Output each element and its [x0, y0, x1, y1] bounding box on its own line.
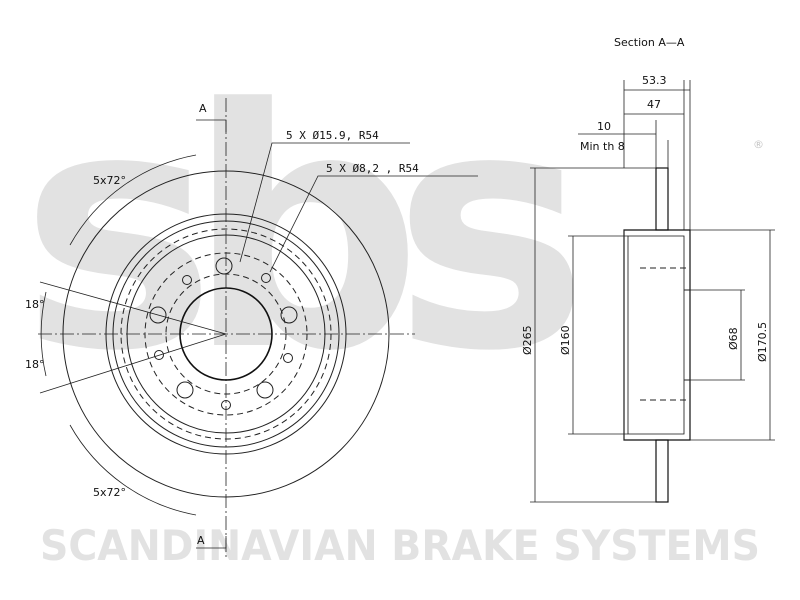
wheel-bolt-hole	[256, 381, 274, 399]
angle-arc	[40, 291, 47, 377]
registered-mark: ®	[753, 138, 764, 151]
section-marker-top: A	[199, 102, 207, 115]
center-bore	[179, 287, 273, 381]
small-hole	[221, 400, 231, 410]
dia-265-label: Ø265	[521, 325, 534, 355]
hidden-edge-outer	[120, 228, 332, 440]
bore-step	[684, 289, 690, 381]
friction-ring-inner	[105, 213, 347, 455]
min-thickness-label: Min th 8	[580, 140, 625, 153]
dia-68-label: Ø68	[727, 327, 740, 350]
dim-label-10: 10	[597, 120, 611, 133]
small-hole	[261, 273, 271, 283]
section-marker-bottom-line	[196, 536, 227, 549]
callout-leader-large	[239, 142, 410, 263]
bolt-pattern-label-top: 5x72°	[93, 174, 126, 187]
section-marker-top-line	[196, 119, 227, 132]
disc-outer-edge	[62, 170, 390, 498]
section-marker-bottom: A	[197, 534, 205, 547]
wheel-bolt-hole	[280, 306, 298, 324]
small-hole	[182, 275, 192, 285]
section-title: Section A—A	[614, 36, 685, 49]
hat-outer-profile	[623, 229, 691, 441]
callout-small-holes: 5 X Ø8,2 , R54	[326, 162, 419, 175]
hat-outer-edge	[112, 220, 340, 448]
angle-line-lower	[39, 333, 227, 394]
sbs-logo-letters: sbs	[20, 39, 578, 423]
hat-inner-profile	[627, 235, 685, 435]
company-name-watermark: SCANDINAVIAN BRAKE SYSTEMS	[40, 521, 760, 570]
wheel-bolt-hole	[215, 257, 233, 275]
dim-label-53: 53.3	[642, 74, 667, 87]
bolt-pattern-arc-bottom	[69, 424, 197, 516]
friction-ring-bottom	[655, 439, 669, 503]
small-hole	[154, 350, 164, 360]
angle-label-upper: 18°	[25, 298, 45, 311]
bolt-pattern-label-bottom: 5x72°	[93, 486, 126, 499]
wheel-bolt-hole	[149, 306, 167, 324]
angle-line-upper	[39, 281, 227, 335]
dim-label-47: 47	[647, 98, 661, 111]
sbs-logo-watermark: sbs	[20, 39, 608, 423]
friction-ring-top	[655, 167, 669, 231]
callout-large-holes: 5 X Ø15.9, R54	[286, 129, 379, 142]
bolt-pattern-arc-top	[69, 154, 197, 246]
dia-170-label: Ø170.5	[756, 322, 769, 362]
angle-label-lower: 18°	[25, 358, 45, 371]
dia-160-label: Ø160	[559, 325, 572, 355]
wheel-bolt-hole	[176, 381, 194, 399]
callout-leader-small	[269, 175, 478, 273]
hidden-edge-inner	[144, 252, 308, 416]
small-hole	[283, 353, 293, 363]
hat-wall	[126, 234, 326, 434]
section-view: Section A—A 53.3 47 10 Min th 8 Ø265	[521, 36, 775, 503]
front-view: A A 5x72° 5x72° 18° 18° 5 X Ø15.9, R54 5…	[25, 98, 478, 560]
